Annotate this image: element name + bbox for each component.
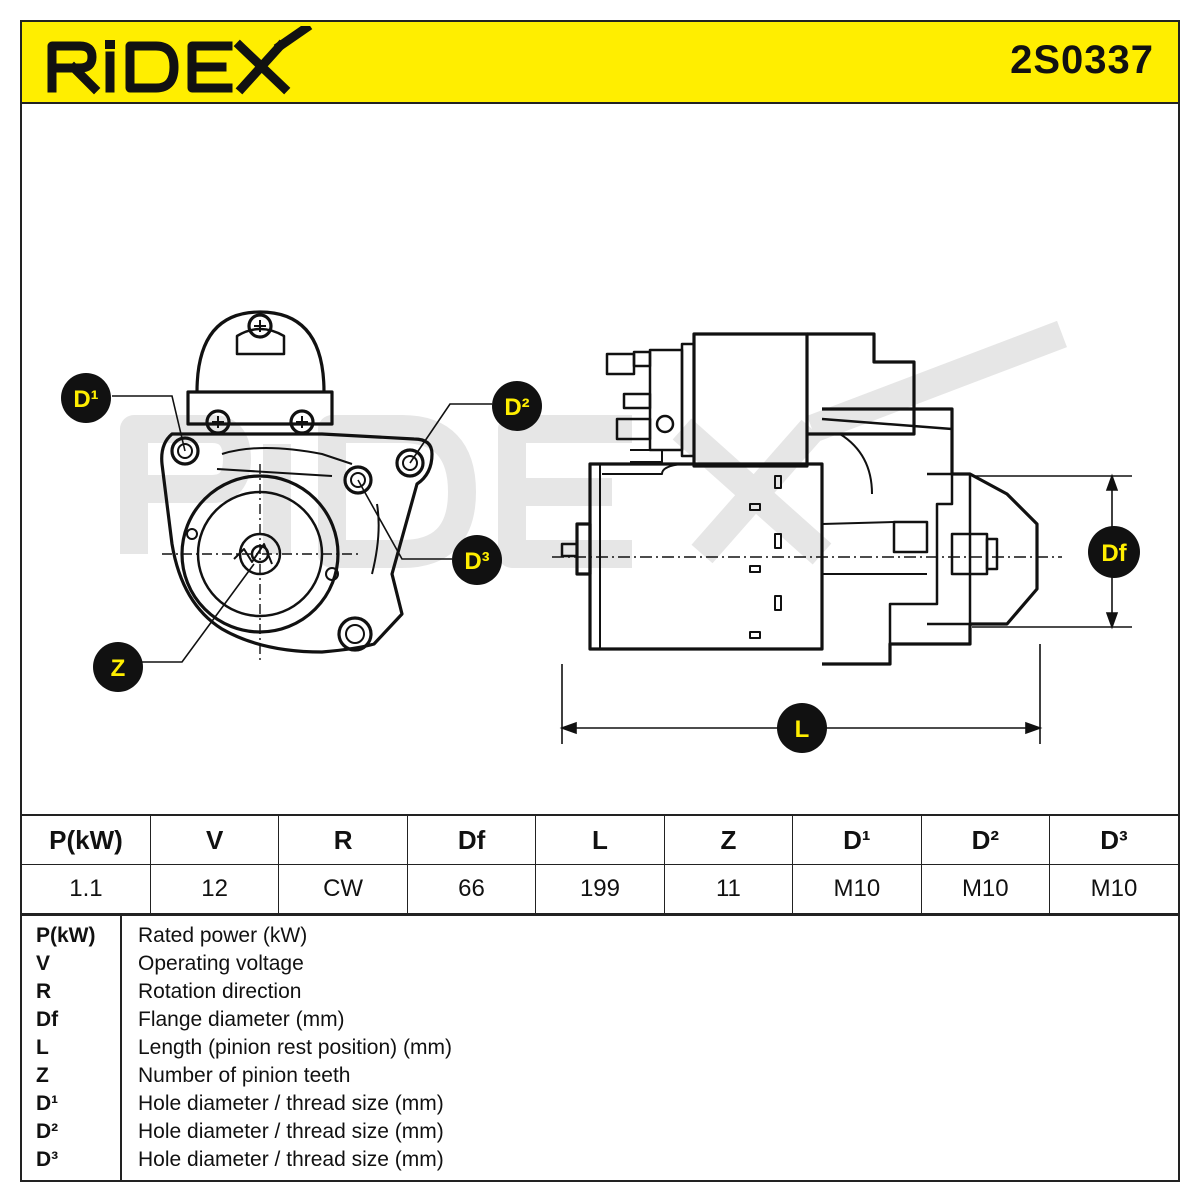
spec-value-row: 1.1 12 CW 66 199 11 M10 M10 M10 <box>22 864 1178 914</box>
legend-row: V Operating voltage <box>22 952 1178 980</box>
header-bar: 2S0337 <box>22 21 1178 104</box>
legend-description: Length (pinion rest position) (mm) <box>138 1036 452 1059</box>
spec-header: V <box>149 814 280 865</box>
product-sheet: 2S0337 <box>20 20 1180 1182</box>
side-view <box>552 332 1062 666</box>
badge-z: Z <box>93 642 143 692</box>
technical-drawing: D¹ D² D³ Z Df L <box>22 104 1178 814</box>
spec-header: R <box>278 814 408 865</box>
label-d1: D¹ <box>73 386 98 413</box>
legend-symbol: Df <box>36 1008 59 1031</box>
legend-description: Flange diameter (mm) <box>138 1008 345 1031</box>
label-z: Z <box>111 655 126 682</box>
spec-value: M10 <box>1049 864 1178 914</box>
spec-header: L <box>535 814 665 865</box>
legend-row: D² Hole diameter / thread size (mm) <box>22 1120 1178 1148</box>
label-d2: D² <box>504 394 529 421</box>
spec-header: D² <box>920 814 1051 865</box>
legend-divider <box>120 916 122 1182</box>
legend-row: D¹ Hole diameter / thread size (mm) <box>22 1092 1178 1120</box>
dimension-lines <box>559 473 1132 744</box>
spec-header-row: P(kW) V R Df L Z D¹ D² D³ <box>22 814 1178 865</box>
legend-description: Rated power (kW) <box>138 924 308 947</box>
legend-row: Z Number of pinion teeth <box>22 1064 1178 1092</box>
legend-description: Operating voltage <box>138 952 304 975</box>
legend-symbol: V <box>36 952 51 975</box>
spec-header: D³ <box>1049 814 1178 865</box>
legend-description: Hole diameter / thread size (mm) <box>138 1148 444 1171</box>
legend-row: Df Flange diameter (mm) <box>22 1008 1178 1036</box>
legend-symbol: D² <box>36 1120 59 1143</box>
spec-value: 66 <box>406 864 537 914</box>
leader-lines <box>112 395 492 663</box>
legend-symbol: Z <box>36 1064 49 1087</box>
spec-header: Df <box>406 814 537 865</box>
spec-value: 12 <box>149 864 280 914</box>
legend-symbol: P(kW) <box>36 924 96 947</box>
legend-symbol: D¹ <box>36 1092 59 1115</box>
spec-header: Z <box>663 814 794 865</box>
badge-d1: D¹ <box>61 373 111 423</box>
spec-value: 199 <box>535 864 665 914</box>
front-view <box>160 310 434 664</box>
spec-table: P(kW) V R Df L Z D¹ D² D³ 1.1 12 CW 66 1… <box>22 814 1178 914</box>
legend-row: L Length (pinion rest position) (mm) <box>22 1036 1178 1064</box>
spec-header: D¹ <box>792 814 922 865</box>
legend-symbol: R <box>36 980 52 1003</box>
legend-row: R Rotation direction <box>22 980 1178 1008</box>
legend-row: D³ Hole diameter / thread size (mm) <box>22 1148 1178 1176</box>
legend-row: P(kW) Rated power (kW) <box>22 924 1178 952</box>
legend-description: Rotation direction <box>138 980 302 1003</box>
badge-d3: D³ <box>452 535 502 585</box>
label-d3: D³ <box>464 548 489 575</box>
badge-df: Df <box>1088 526 1140 578</box>
spec-value: 11 <box>663 864 794 914</box>
legend-description: Hole diameter / thread size (mm) <box>138 1120 444 1143</box>
legend-description: Number of pinion teeth <box>138 1064 351 1087</box>
brand-logo <box>44 21 314 103</box>
spec-header: P(kW) <box>22 814 151 865</box>
part-number: 2S0337 <box>1010 38 1154 82</box>
label-l: L <box>795 716 810 743</box>
spec-value: 1.1 <box>22 864 151 914</box>
legend-description: Hole diameter / thread size (mm) <box>138 1092 444 1115</box>
badge-d2: D² <box>492 381 542 431</box>
legend-symbol: L <box>36 1036 49 1059</box>
spec-value: M10 <box>920 864 1051 914</box>
badge-l: L <box>777 703 827 753</box>
legend: P(kW) Rated power (kW) V Operating volta… <box>22 914 1178 1182</box>
spec-value: CW <box>278 864 408 914</box>
legend-symbol: D³ <box>36 1148 59 1171</box>
label-df: Df <box>1101 540 1127 567</box>
spec-value: M10 <box>792 864 922 914</box>
